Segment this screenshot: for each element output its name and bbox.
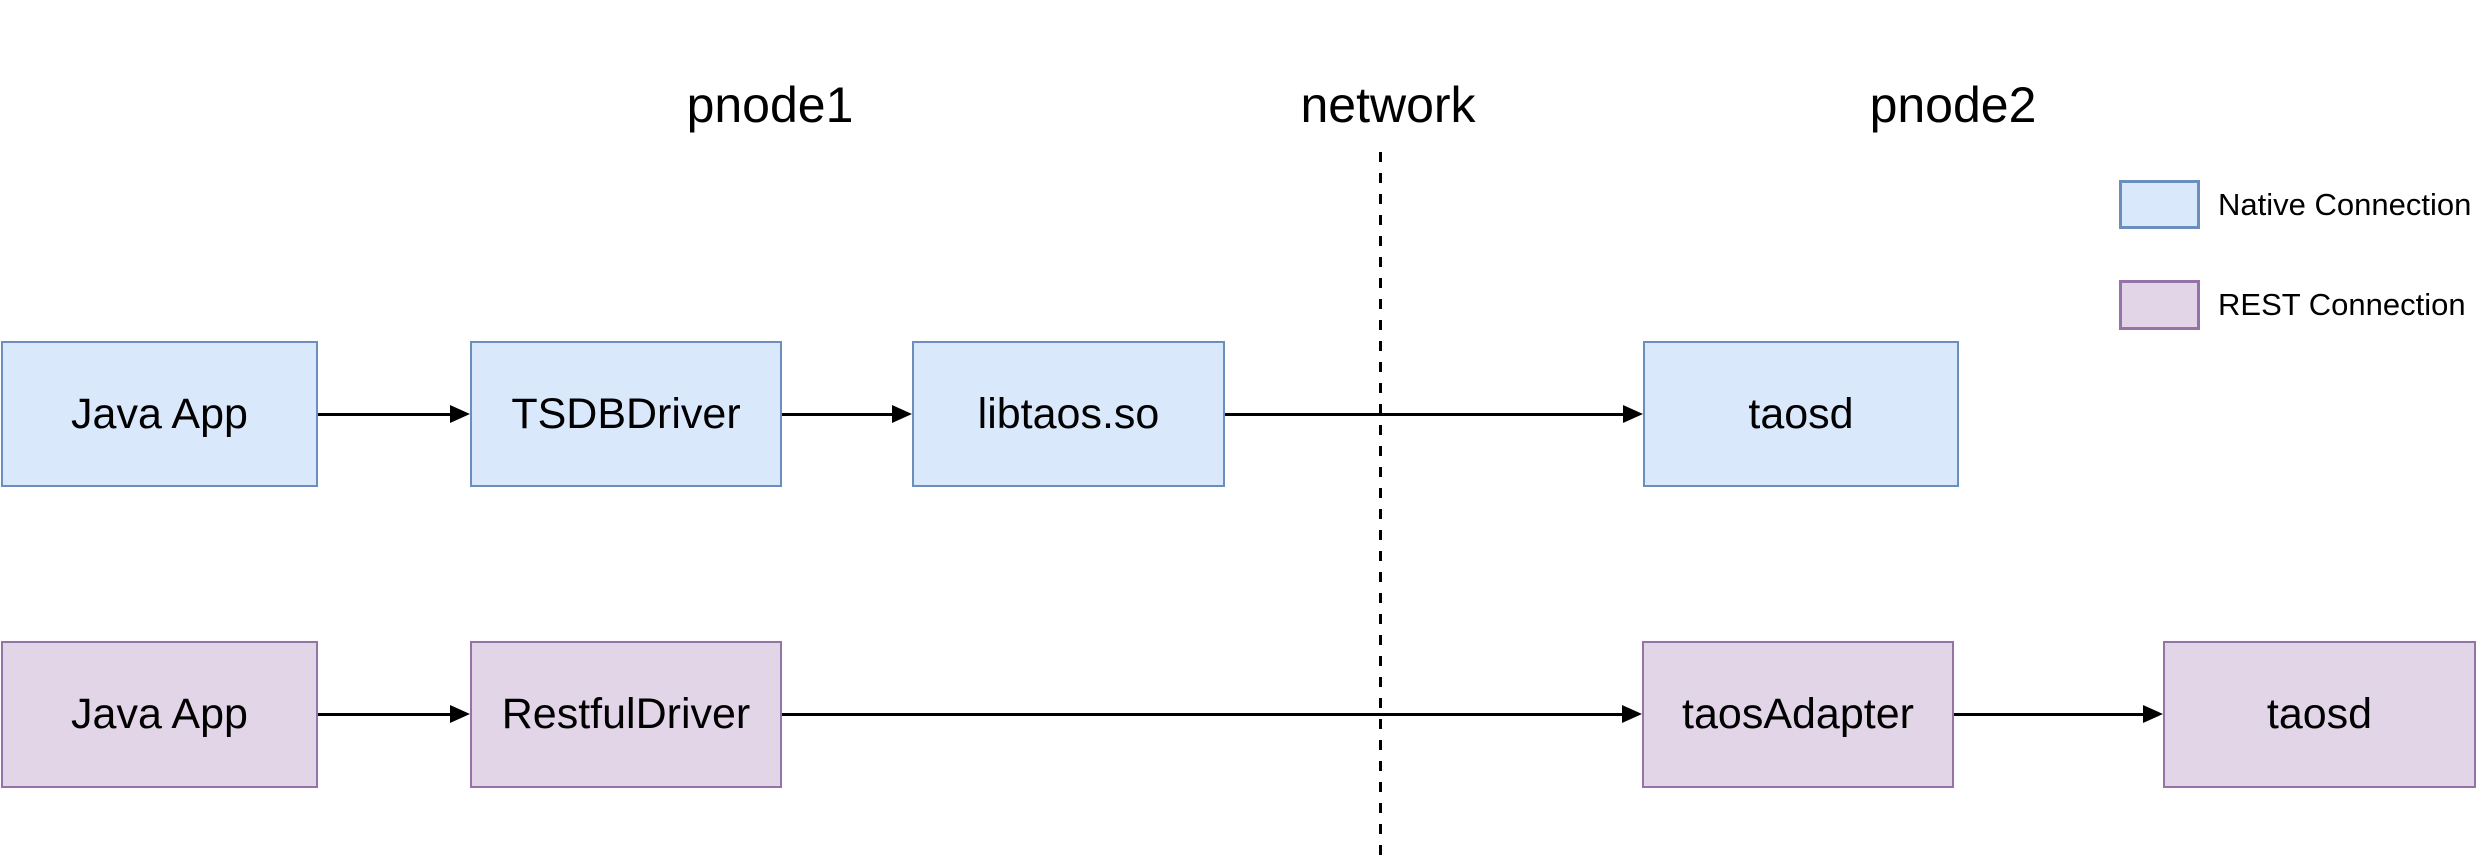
arrowhead-right-icon — [450, 405, 470, 423]
zone-title-pnode2: pnode2 — [1869, 77, 2037, 133]
zone-title-pnode1: pnode1 — [686, 77, 854, 133]
legend-swatch-native-connection — [2119, 180, 2200, 229]
zone-title-network: network — [1300, 77, 1476, 133]
arrow-native-javaapp-to-tsdbdriver — [318, 404, 470, 424]
arrow-rest-taosadapter-to-taosd — [1954, 704, 2163, 724]
node-rest-restfuldriver: RestfulDriver — [470, 641, 782, 788]
arrow-shaft — [318, 712, 450, 716]
node-rest-taosadapter: taosAdapter — [1642, 641, 1954, 788]
arrow-rest-restfuldriver-to-taosadapter — [782, 704, 1642, 724]
legend-swatch-rest-connection — [2119, 280, 2200, 330]
node-label: Java App — [71, 389, 248, 438]
arrowhead-right-icon — [1623, 405, 1643, 423]
network-divider-line — [1379, 152, 1382, 865]
arrow-shaft — [1225, 412, 1623, 416]
node-rest-taosd: taosd — [2163, 641, 2476, 788]
arrow-shaft — [1954, 712, 2143, 716]
node-label: taosd — [2266, 690, 2373, 738]
arrow-shaft — [782, 412, 892, 416]
legend-label-native-connection: Native Connection — [2218, 186, 2472, 222]
node-label: RestfulDriver — [501, 690, 751, 738]
node-native-taosd: taosd — [1643, 341, 1959, 487]
node-label: taosAdapter — [1682, 690, 1914, 738]
node-native-libtaos-so: libtaos.so — [912, 341, 1225, 487]
arrow-rest-javaapp-to-restfuldriver — [318, 704, 470, 724]
node-label: Java App — [71, 690, 248, 738]
arrowhead-right-icon — [450, 705, 470, 723]
node-rest-java-app: Java App — [1, 641, 318, 788]
arrow-native-tsdbdriver-to-libtaos — [782, 404, 912, 424]
node-native-tsdbdriver: TSDBDriver — [470, 341, 782, 487]
node-label: taosd — [1748, 389, 1854, 438]
arrow-shaft — [318, 412, 450, 416]
node-label: TSDBDriver — [511, 389, 741, 438]
arrowhead-right-icon — [2143, 705, 2163, 723]
arrowhead-right-icon — [892, 405, 912, 423]
node-label: libtaos.so — [977, 389, 1160, 438]
legend-label-rest-connection: REST Connection — [2218, 287, 2466, 322]
arrow-native-libtaos-to-taosd — [1225, 404, 1643, 424]
node-native-java-app: Java App — [1, 341, 318, 487]
arrow-shaft — [782, 712, 1622, 716]
arrowhead-right-icon — [1622, 705, 1642, 723]
